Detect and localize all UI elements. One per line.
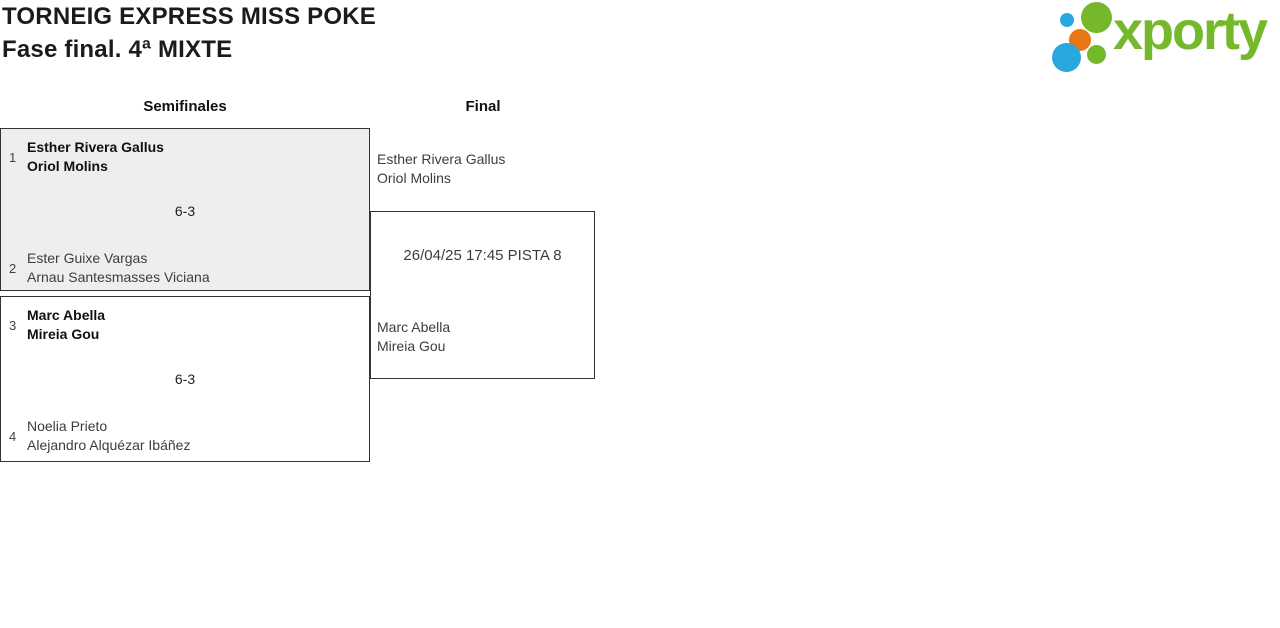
logo-dot-icon: [1052, 43, 1081, 72]
final-team-1: Esther Rivera Gallus Oriol Molins: [377, 150, 505, 188]
seed-number: 2: [9, 260, 17, 276]
player-name: Marc Abella: [377, 319, 451, 335]
player-name: Mireia Gou: [377, 338, 446, 354]
final-team-2: Marc Abella Mireia Gou: [377, 318, 450, 356]
column-header-final: Final: [465, 98, 501, 115]
player-name: Ester Guixe Vargas: [27, 250, 148, 266]
match-team-row: 2 Ester Guixe Vargas Arnau Santesmasses …: [1, 249, 369, 287]
seed-number: 1: [9, 149, 17, 165]
semifinal-match-1[interactable]: 1 Esther Rivera Gallus Oriol Molins 6-3 …: [0, 128, 370, 291]
logo-dot-icon: [1060, 13, 1074, 27]
semifinal-match-2[interactable]: 3 Marc Abella Mireia Gou 6-3 4 Noelia Pr…: [0, 296, 370, 462]
final-schedule: 26/04/25 17:45 PISTA 8: [403, 247, 562, 264]
player-name: Alejandro Alquézar Ibáñez: [27, 437, 191, 453]
player-name: Noelia Prieto: [27, 418, 108, 434]
match-score: 6-3: [174, 371, 196, 387]
player-name: Marc Abella: [27, 307, 106, 323]
seed-number: 4: [9, 428, 17, 444]
column-header-semifinals: Semifinales: [143, 98, 227, 115]
match-score: 6-3: [174, 203, 196, 219]
seed-number: 3: [9, 317, 17, 333]
player-name: Esther Rivera Gallus: [27, 139, 164, 155]
team-players: Noelia Prieto Alejandro Alquézar Ibáñez: [27, 417, 190, 455]
match-team-row: 3 Marc Abella Mireia Gou: [1, 306, 369, 344]
logo-wordmark: xporty: [1113, 1, 1268, 61]
final-match[interactable]: 26/04/25 17:45 PISTA 8 Marc Abella Mirei…: [370, 211, 595, 379]
tournament-title: TORNEIG EXPRESS MISS POKE: [2, 3, 376, 30]
match-team-row: 4 Noelia Prieto Alejandro Alquézar Ibáñe…: [1, 417, 369, 455]
team-players: Ester Guixe Vargas Arnau Santesmasses Vi…: [27, 249, 210, 287]
logo-dot-icon: [1081, 2, 1112, 33]
player-name: Mireia Gou: [27, 326, 100, 342]
player-name: Oriol Molins: [27, 158, 108, 174]
team-players: Marc Abella Mireia Gou: [27, 306, 105, 344]
player-name: Arnau Santesmasses Viciana: [27, 269, 210, 285]
logo-dot-icon: [1087, 45, 1106, 64]
player-name: Esther Rivera Gallus: [377, 151, 506, 167]
xporty-logo[interactable]: xporty: [1050, 0, 1280, 75]
phase-subtitle: Fase final. 4ª MIXTE: [2, 36, 233, 63]
team-players: Esther Rivera Gallus Oriol Molins: [27, 138, 164, 176]
match-team-row: 1 Esther Rivera Gallus Oriol Molins: [1, 138, 369, 176]
player-name: Oriol Molins: [377, 170, 451, 186]
